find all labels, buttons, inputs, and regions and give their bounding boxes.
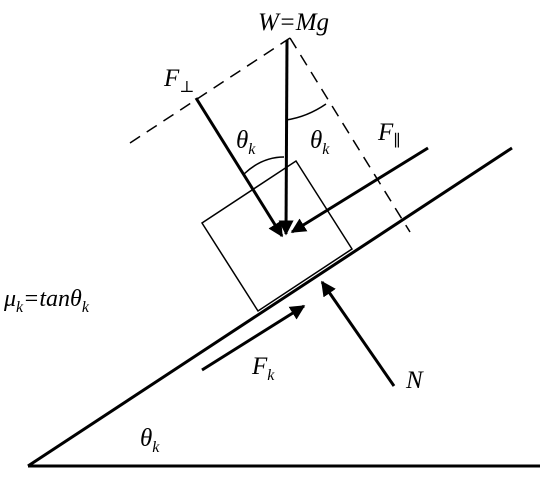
mu-eq-sub: k: [82, 299, 90, 316]
friction-sub: k: [267, 367, 275, 384]
theta-label-base: θk: [140, 425, 160, 456]
mu-sub: k: [16, 299, 24, 316]
dashed-par-construction: [289, 37, 411, 233]
weight-label: W=Mg: [258, 9, 329, 36]
mu-eq: =tanθ: [23, 286, 82, 312]
f-perp-arrow: [194, 97, 284, 238]
block: [200, 159, 354, 313]
theta-base-sub: k: [152, 439, 160, 456]
friction-arrow: [201, 304, 306, 372]
theta-right-sub: k: [322, 141, 330, 158]
theta-arc-right: [285, 103, 327, 121]
f-par-arrow: [290, 146, 429, 234]
theta-right-main: θ: [310, 127, 322, 154]
theta-label-left: θk: [236, 127, 256, 158]
normal-label: N: [405, 367, 424, 394]
f-par-sub: ∥: [393, 132, 400, 150]
mu-main: μ: [3, 286, 16, 312]
friction-main: F: [251, 353, 268, 380]
mu-equation: μk=tanθk: [3, 286, 90, 316]
incline-surface: [27, 146, 513, 468]
theta-left-main: θ: [236, 127, 248, 154]
f-par-main: F: [377, 119, 394, 146]
theta-left-sub: k: [248, 141, 256, 158]
theta-label-right: θk: [310, 127, 330, 158]
weight-arrow: [278, 39, 294, 236]
f-perp-label: F⊥: [163, 65, 194, 96]
theta-base-main: θ: [140, 425, 152, 452]
normal-arrow: [320, 280, 396, 387]
friction-label: Fk: [251, 353, 275, 384]
dashed-perp-construction: [129, 37, 291, 144]
f-par-label: F∥: [377, 119, 401, 150]
f-perp-main: F: [163, 65, 180, 92]
theta-arc-left: [243, 156, 285, 175]
f-perp-sub: ⊥: [179, 79, 194, 96]
